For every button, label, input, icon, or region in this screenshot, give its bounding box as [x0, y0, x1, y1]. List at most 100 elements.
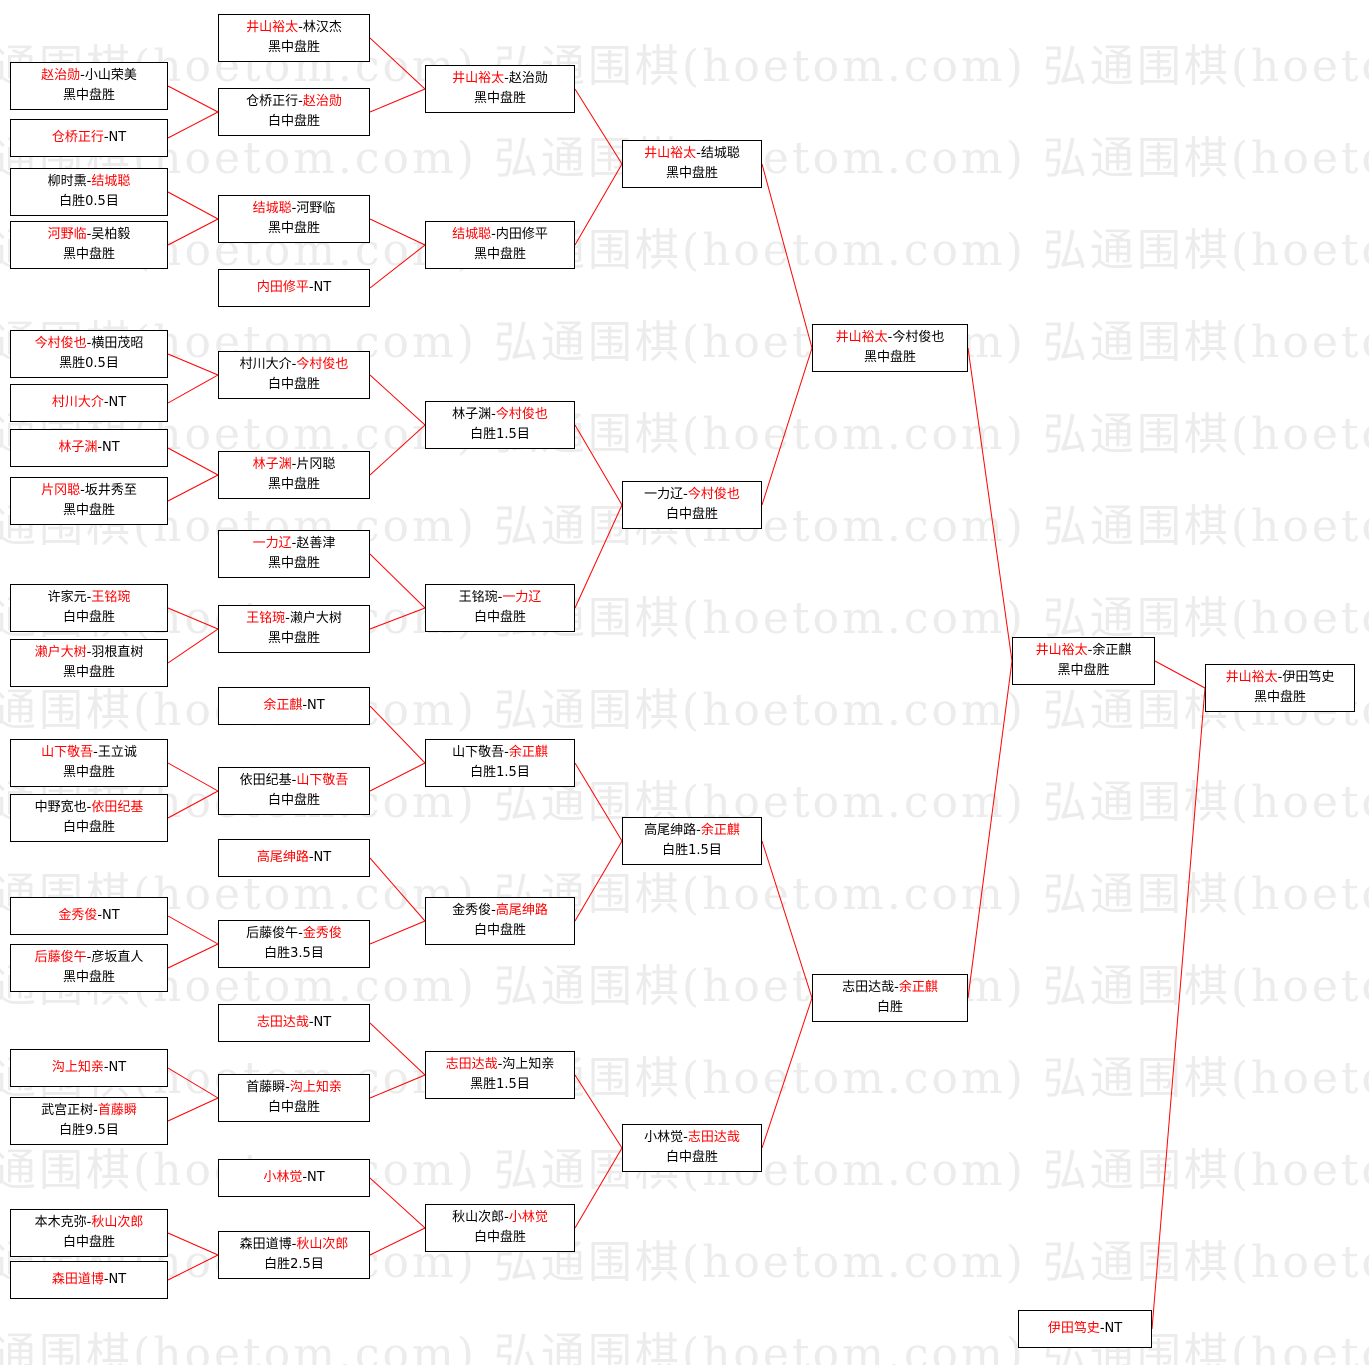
match-player-text-pre: 金秀俊-: [452, 903, 496, 918]
connector-line: [761, 997, 813, 1149]
match-player-text-pre: 志田达哉-: [842, 980, 899, 995]
match-winner-name: 仓桥正行: [51, 130, 104, 145]
match-players: 山下敬吾-余正麒: [452, 743, 548, 763]
match-result: 黑中盘胜: [62, 88, 115, 103]
match-box-n2: 仓桥正行-NT: [10, 119, 168, 157]
match-box-n3: 柳时熏-结城聪 白胜0.5目: [10, 168, 168, 216]
connector-line: [167, 1097, 219, 1122]
match-player-text-post: -NT: [97, 908, 120, 923]
match-winner-name: 今村俊也: [495, 407, 548, 422]
match-result: 黑中盘胜: [473, 91, 526, 106]
match-player-text-post: -沟上知亲: [497, 1057, 555, 1072]
match-players: 林子渊-片冈聪: [253, 455, 336, 475]
match-winner-name: 山下敬吾: [296, 773, 349, 788]
match-player-text-pre: 秋山次郎-: [452, 1210, 509, 1225]
connector-line: [369, 424, 426, 476]
match-winner-name: 金秀俊: [58, 908, 98, 923]
match-winner-name: 井山裕太: [835, 330, 888, 345]
match-box-n41: 志田达哉-沟上知亲 黑胜1.5目: [425, 1051, 575, 1099]
match-players: 中野宽也-依田纪基: [35, 798, 144, 818]
match-result: 白中盘胜: [62, 610, 115, 625]
match-box-n15: 沟上知亲-NT: [10, 1049, 168, 1087]
connector-line: [967, 347, 1013, 662]
match-winner-name: 结城聪: [452, 227, 492, 242]
match-player-text-post: -小山荣美: [80, 68, 137, 83]
connector-line: [167, 628, 219, 664]
match-result: 白胜1.5目: [470, 427, 530, 442]
match-box-n7: 林子渊-NT: [10, 429, 168, 467]
match-box-n31: 志田达哉-NT: [218, 1004, 370, 1042]
match-players: 内田修平-NT: [257, 278, 331, 298]
match-result: 黑中盘胜: [267, 477, 320, 492]
match-players: 井山裕太-余正麒: [1036, 641, 1132, 661]
match-winner-name: 今村俊也: [296, 357, 349, 372]
match-result: 黑中盘胜: [473, 247, 526, 262]
match-box-n20: 仓桥正行-赵治勋 白中盘胜: [218, 88, 370, 136]
match-winner-name: 井山裕太: [644, 146, 697, 161]
match-player-text-post: -坂井秀至: [80, 483, 137, 498]
match-result: 黑中盘胜: [62, 503, 115, 518]
match-winner-name: 金秀俊: [302, 926, 342, 941]
connector-line: [1154, 660, 1206, 689]
match-winner-name: 秋山次郎: [296, 1237, 349, 1252]
match-players: 林子渊-今村俊也: [452, 405, 548, 425]
match-players: 许家元-王铭琬: [48, 588, 131, 608]
match-box-n25: 一力辽-赵善津 黑中盘胜: [218, 530, 370, 578]
match-winner-name: 王铭琬: [91, 590, 131, 605]
match-player-text-post: -NT: [1099, 1321, 1123, 1336]
match-player-text-post: -NT: [103, 130, 127, 145]
match-box-n12: 中野宽也-依田纪基 白中盘胜: [10, 794, 168, 842]
match-players: 一力辽-今村俊也: [644, 485, 740, 505]
match-player-text-pre: 武宫正树-: [41, 1103, 98, 1118]
match-winner-name: 村川大介: [51, 395, 104, 410]
connector-line: [574, 88, 623, 165]
match-winner-name: 一力辽: [252, 536, 292, 551]
connector-line: [167, 353, 219, 376]
match-result: 黑中盘胜: [267, 631, 320, 646]
match-player-text-post: -横田茂昭: [86, 336, 144, 351]
match-box-n42: 秋山次郎-小林觉 白中盘胜: [425, 1204, 575, 1252]
match-box-n24: 林子渊-片冈聪 黑中盘胜: [218, 451, 370, 499]
connector-line: [167, 85, 219, 113]
match-players: 高尾绅路-NT: [257, 848, 331, 868]
match-result: 黑中盘胜: [863, 350, 916, 365]
match-box-n39: 山下敬吾-余正麒 白胜1.5目: [425, 739, 575, 787]
match-players: 王铭琬-濑户大树: [246, 609, 342, 629]
match-players: 井山裕太-林汉杰: [246, 18, 342, 38]
match-player-text-pre: 首藤瞬-: [246, 1080, 290, 1095]
match-winner-name: 志田达哉: [256, 1015, 309, 1030]
match-result: 白中盘胜: [62, 1235, 115, 1250]
match-winner-name: 秋山次郎: [91, 1215, 144, 1230]
match-player-text-post: -余正麒: [1087, 643, 1132, 658]
connector-line: [574, 163, 623, 246]
match-players: 柳时熏-结城聪: [48, 172, 131, 192]
connector-line: [167, 218, 219, 246]
match-box-n51: 伊田笃史-NT: [1018, 1310, 1152, 1348]
match-winner-name: 王铭琬: [246, 611, 286, 626]
match-player-text-post: -NT: [308, 1015, 332, 1030]
match-player-text-pre: 村川大介-: [239, 357, 297, 372]
match-player-text-post: -片冈聪: [291, 457, 336, 472]
match-box-n4: 河野临-吴柏毅 黑中盘胜: [10, 221, 168, 269]
match-players: 濑户大树-羽根直树: [35, 643, 144, 663]
connector-line: [167, 374, 219, 404]
match-box-n13: 金秀俊-NT: [10, 897, 168, 935]
connector-line: [167, 1254, 219, 1281]
match-players: 依田纪基-山下敬吾: [240, 771, 349, 791]
match-players: 后藤俊午-彦坂直人: [35, 948, 144, 968]
connector-line: [761, 347, 813, 506]
match-players: 赵治勋-小山荣美: [41, 66, 137, 86]
match-player-text-pre: 依田纪基-: [239, 773, 297, 788]
match-result: 白中盘胜: [665, 1150, 718, 1165]
match-box-n48: 志田达哉-余正麒 白胜: [812, 974, 968, 1022]
match-players: 伊田笃史-NT: [1048, 1319, 1122, 1339]
match-box-n45: 高尾绅路-余正麒 白胜1.5目: [622, 817, 762, 865]
match-player-text-post: -NT: [97, 440, 120, 455]
match-players: 武宫正树-首藤瞬: [41, 1101, 137, 1121]
match-player-text-post: -吴柏毅: [86, 227, 131, 242]
match-box-n5: 今村俊也-横田茂昭 黑胜0.5目: [10, 330, 168, 378]
match-winner-name: 小林觉: [263, 1170, 303, 1185]
match-winner-name: 伊田笃史: [1047, 1321, 1100, 1336]
match-players: 仓桥正行-赵治勋: [246, 92, 342, 112]
